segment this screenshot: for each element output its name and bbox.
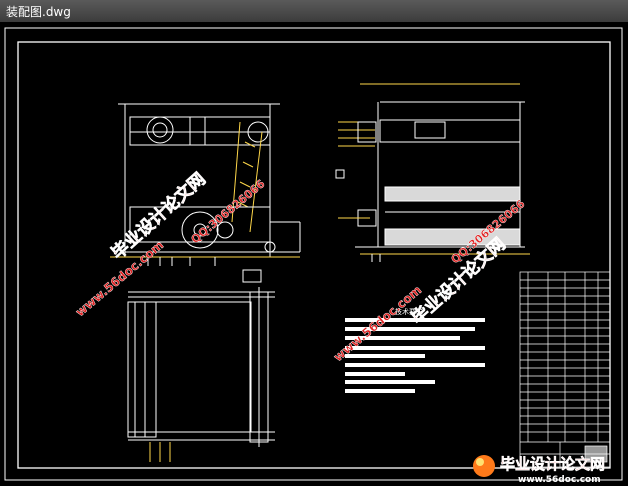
watermark-url: www.56doc.com: [331, 283, 424, 365]
side-view: [335, 83, 530, 262]
technical-requirements-block: 技术要求: [345, 307, 485, 393]
cad-drawing-viewport[interactable]: 技术要求: [0, 22, 628, 486]
front-view: [110, 103, 301, 266]
parts-list-table: [519, 271, 611, 468]
cad-drawing-canvas: 技术要求: [4, 27, 623, 485]
logo-globe-icon: [473, 455, 495, 477]
file-tab-title[interactable]: 装配图.dwg: [6, 5, 71, 19]
window-title-bar: 装配图.dwg: [0, 0, 628, 23]
outer-frame: [4, 27, 623, 481]
logo-url: www.56doc.com: [518, 475, 601, 485]
inner-frame: [17, 41, 611, 469]
logo-text: 毕业设计论文网: [500, 455, 605, 473]
plan-view: [127, 269, 275, 462]
site-logo: 毕业设计论文网 www.56doc.com: [473, 455, 605, 485]
technical-requirements-title: 技术要求: [395, 307, 423, 316]
